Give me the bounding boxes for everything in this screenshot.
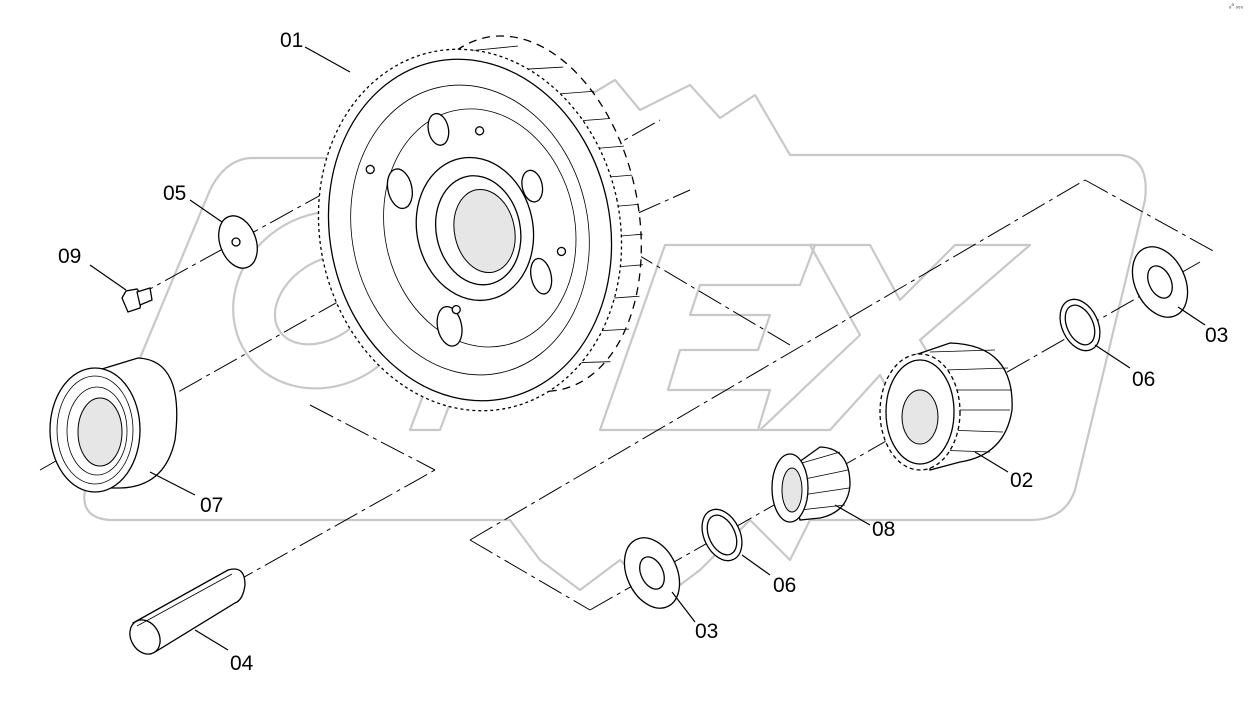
callout-06-lower: 06 xyxy=(773,574,796,597)
callout-02: 02 xyxy=(1010,469,1033,492)
callout-03-lower: 03 xyxy=(695,620,718,643)
callout-08: 08 xyxy=(872,518,895,541)
part-06-ring-upper xyxy=(1059,298,1101,352)
part-05-washer xyxy=(218,215,258,269)
part-08-needle-bearing xyxy=(771,446,851,523)
leader-lines xyxy=(89,46,1206,651)
part-02-spur-gear xyxy=(879,342,1013,471)
callout-05: 05 xyxy=(163,182,186,205)
callout-03-upper: 03 xyxy=(1205,324,1228,347)
callout-07: 07 xyxy=(200,494,223,517)
part-07-bearing xyxy=(49,357,178,493)
callout-01: 01 xyxy=(280,29,303,52)
callout-06-upper: 06 xyxy=(1132,368,1155,391)
part-06-ring-lower xyxy=(701,508,743,562)
callout-09: 09 xyxy=(58,245,81,268)
callouts: 01 05 09 07 04 03 06 08 02 06 03 xyxy=(58,29,1228,675)
callout-04: 04 xyxy=(230,652,254,675)
part-03-washer-upper xyxy=(1131,246,1189,318)
part-03-washer-lower xyxy=(623,537,681,609)
corner-code: ₀⁰ ₀₀₀ xyxy=(1228,4,1243,10)
part-09-bolt xyxy=(121,287,153,313)
part-04-pin xyxy=(129,568,246,655)
part-01-ring-gear xyxy=(317,35,644,412)
